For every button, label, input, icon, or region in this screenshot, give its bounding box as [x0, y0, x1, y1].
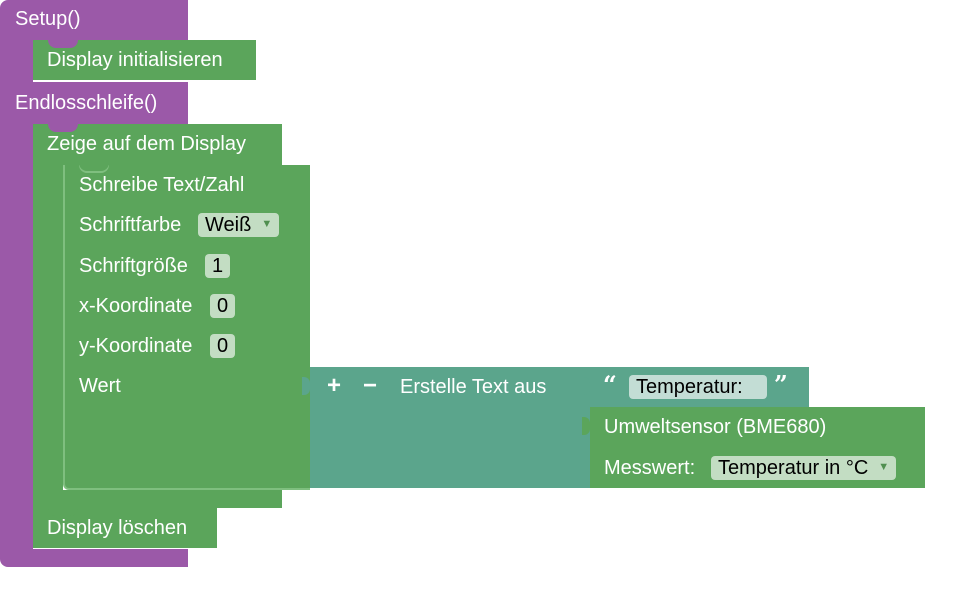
- loop-arm: [0, 124, 33, 549]
- text-literal-block[interactable]: “ Temperatur: ”: [582, 367, 809, 407]
- create-text-tab: [302, 377, 310, 395]
- setup-label: Setup(): [15, 8, 81, 30]
- show-display-notch: [48, 124, 78, 132]
- font-color-dropdown[interactable]: Weiß ▼: [198, 213, 280, 237]
- write-text-label: Schreibe Text/Zahl: [79, 174, 245, 196]
- create-text-block[interactable]: + − Erstelle Text aus: [302, 367, 590, 488]
- write-text-block[interactable]: Schreibe Text/Zahl Schriftfarbe Weiß ▼ Sc…: [63, 165, 310, 490]
- sensor-block[interactable]: Umweltsensor (BME680) Messwert: Temperat…: [582, 407, 925, 488]
- text-literal-value: Temperatur:: [636, 376, 743, 398]
- create-text-label: Erstelle Text aus: [400, 376, 547, 398]
- measure-dropdown[interactable]: Temperatur in °C ▼: [711, 456, 897, 480]
- sensor-label: Umweltsensor (BME680): [604, 416, 827, 438]
- y-coordinate-value: 0: [217, 335, 229, 357]
- x-coordinate-input[interactable]: 0: [210, 294, 236, 318]
- y-coordinate-label: y-Koordinate: [79, 335, 193, 357]
- display-clear-block[interactable]: Display löschen: [33, 508, 217, 548]
- dropdown-arrow-icon: ▼: [261, 217, 273, 230]
- font-size-input[interactable]: 1: [205, 254, 231, 278]
- show-display-arm: [33, 165, 63, 490]
- y-coordinate-input[interactable]: 0: [210, 334, 236, 358]
- show-display-label: Zeige auf dem Display: [47, 133, 246, 155]
- close-quote-icon: ”: [774, 370, 788, 399]
- x-coordinate-value: 0: [217, 295, 229, 317]
- text-literal-tab: [582, 377, 590, 395]
- text-literal-input[interactable]: Temperatur:: [629, 375, 767, 399]
- setup-arm: [0, 40, 33, 82]
- loop-label: Endlosschleife(): [15, 92, 158, 114]
- dropdown-arrow-icon: ▼: [878, 460, 890, 473]
- open-quote-icon: “: [603, 370, 617, 399]
- font-size-value: 1: [212, 255, 224, 277]
- loop-header[interactable]: [0, 82, 188, 124]
- add-item-button[interactable]: +: [327, 372, 342, 399]
- remove-item-button[interactable]: −: [363, 372, 378, 399]
- sensor-tab: [582, 417, 590, 435]
- measure-value: Temperatur in °C: [718, 457, 869, 479]
- setup-header[interactable]: [0, 0, 188, 40]
- display-init-notch: [48, 40, 78, 48]
- display-init-label: Display initialisieren: [47, 49, 223, 71]
- x-coordinate-label: x-Koordinate: [79, 295, 193, 317]
- font-color-value: Weiß: [205, 214, 252, 236]
- value-label: Wert: [79, 375, 121, 397]
- show-display-footer: [33, 490, 282, 508]
- show-display-header[interactable]: Zeige auf dem Display: [33, 124, 282, 165]
- write-text-notch: [79, 165, 109, 173]
- measure-label: Messwert:: [604, 457, 696, 479]
- display-clear-notch: [48, 508, 78, 516]
- loop-footer: [0, 549, 188, 567]
- font-color-label: Schriftfarbe: [79, 214, 182, 236]
- display-init-block[interactable]: Display initialisieren: [33, 40, 256, 80]
- font-size-label: Schriftgröße: [79, 255, 188, 277]
- display-clear-label: Display löschen: [47, 517, 188, 539]
